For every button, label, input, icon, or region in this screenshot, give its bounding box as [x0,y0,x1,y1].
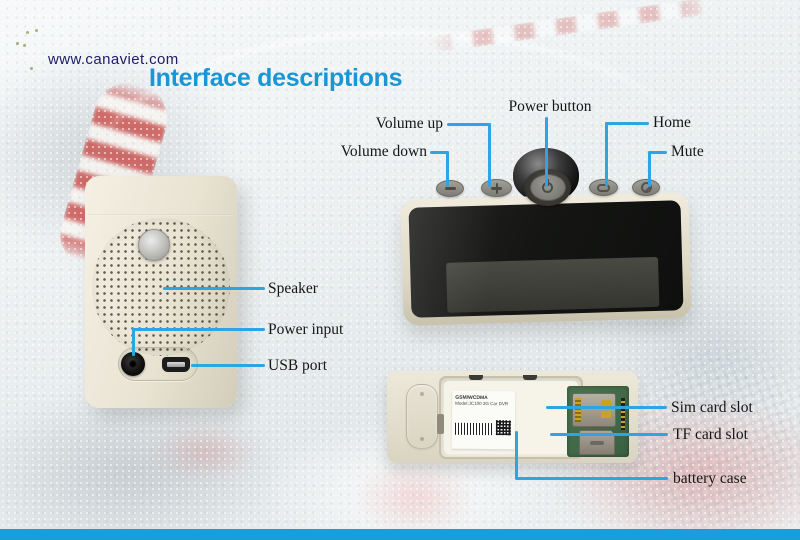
green-speck [23,44,26,47]
watermark: www.canaviet.com [48,51,179,68]
callout-label-home: Home [653,114,691,131]
callout-line-volume-down [430,151,449,154]
callout-label-usb-port: USB port [268,357,327,374]
device-info-label: GSM/WCDMA Model:JC100 3G Car DVR [451,390,516,450]
mute-icon [640,182,652,193]
callout-line-volume-down [446,151,449,187]
speaker-center-cap [138,229,170,261]
callout-line-home [605,122,608,186]
display-panel [446,256,660,313]
callout-label-tf-card-slot: TF card slot [673,426,748,443]
bottom-device-body: GSM/WCDMA Model:JC100 3G Car DVR [387,371,638,463]
callout-label-volume-down: Volume down [340,143,427,160]
callout-label-power-button: Power button [508,98,592,115]
battery-compartment: GSM/WCDMA Model:JC100 3G Car DVR [437,375,629,459]
power-input-jack [121,352,145,376]
usb-port [162,357,190,372]
callout-line-power-input [132,328,265,331]
volume-up-button [481,179,512,197]
callout-line-speaker [163,287,265,290]
callout-line-power-input [132,328,135,356]
sim-card-slot [572,393,616,427]
front-device-body [400,192,692,326]
mute-button [632,179,660,196]
callout-line-power [545,117,548,187]
callout-line-sim [546,406,667,409]
callout-line-usb-port [191,364,265,367]
callout-label-battery-case: battery case [673,470,747,487]
callout-label-power-input: Power input [268,321,344,338]
circuit-board [567,386,629,457]
callout-line-mute [648,151,651,187]
barcode [454,422,493,436]
green-speck [16,42,19,45]
home-icon [597,183,610,192]
callout-label-mute: Mute [671,143,704,160]
board-connector [619,396,627,432]
device-screen [408,200,684,318]
callout-label-volume-up: Volume up [375,115,443,132]
callout-line-mute [648,151,667,154]
callout-line-battery [515,477,668,480]
page-title: Interface descriptions [149,64,403,92]
callout-line-battery [515,431,518,479]
callout-line-volume-up [488,123,491,187]
green-speck [26,31,29,34]
home-button [589,179,618,196]
plus-icon [491,182,502,194]
green-speck [30,67,33,70]
callout-line-volume-up [447,123,491,126]
minus-icon [444,187,456,190]
bottom-accent-bar [0,529,800,540]
green-speck [35,29,38,32]
callout-label-sim-card-slot: Sim card slot [671,399,753,416]
qr-code [495,420,511,436]
compartment-latch [437,414,444,434]
mount-pad-left [406,384,438,449]
label-line-2: Model:JC100 3G Car DVR [455,400,509,407]
callout-line-home [605,122,649,125]
volume-down-button [436,180,464,197]
back-device-body [85,176,237,408]
callout-line-tf [550,433,668,436]
callout-label-speaker: Speaker [268,280,318,297]
